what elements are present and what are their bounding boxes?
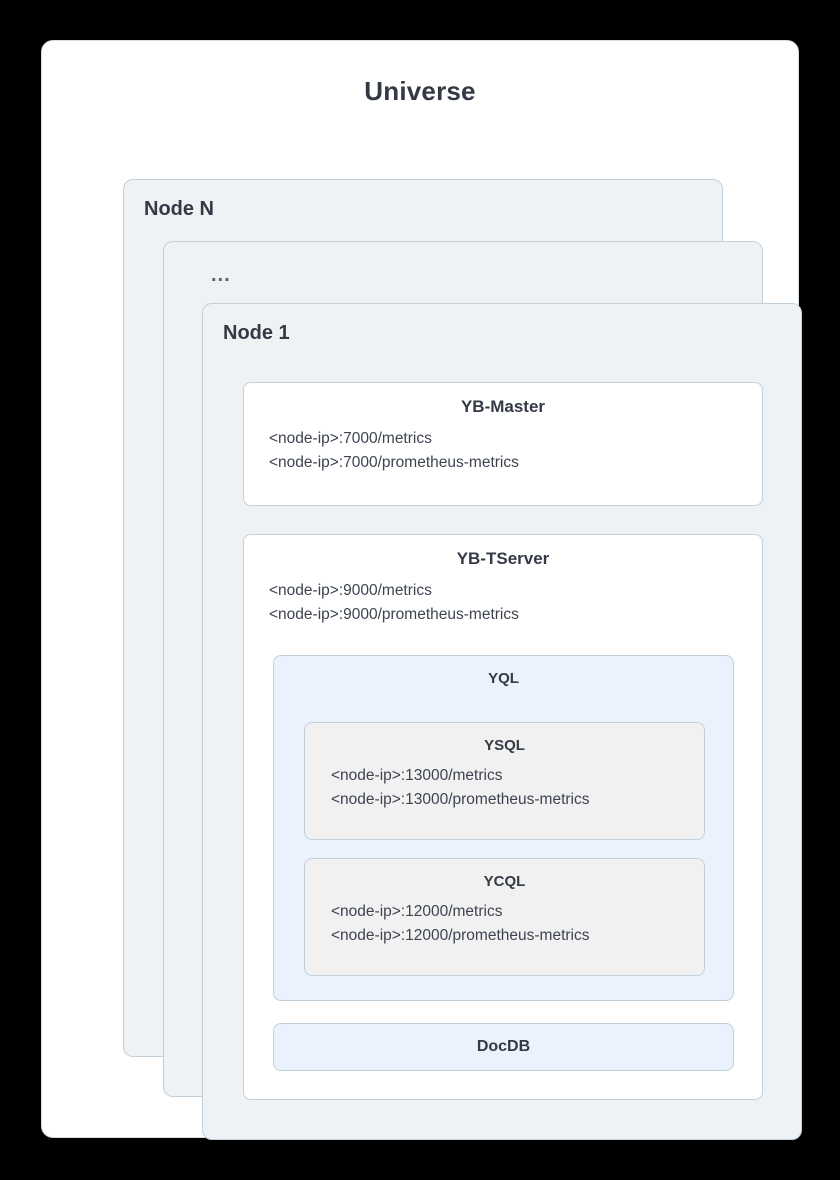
node-card-n-label: Node N <box>144 198 214 220</box>
ysql-endpoints: <node-ip>:13000/metrics <node-ip>:13000/… <box>305 764 704 812</box>
yb-master-title: YB-Master <box>460 397 546 416</box>
ycql-box[interactable]: YCQL <node-ip>:12000/metrics <node-ip>:1… <box>304 858 705 976</box>
yql-title: YQL <box>488 670 519 687</box>
ysql-title: YSQL <box>484 737 525 754</box>
node-card-1[interactable]: Node 1 YB-Master <node-ip>:7000/metrics … <box>202 303 802 1140</box>
ysql-endpoint-prometheus: <node-ip>:13000/prometheus-metrics <box>331 791 590 808</box>
yb-tserver-endpoint-metrics: <node-ip>:9000/metrics <box>269 582 432 599</box>
universe-panel: Universe Node N ... Node 1 YB-Master <no… <box>41 40 802 1140</box>
ycql-endpoints: <node-ip>:12000/metrics <node-ip>:12000/… <box>305 900 704 948</box>
docdb-box[interactable]: DocDB <box>273 1023 734 1071</box>
ycql-endpoint-metrics: <node-ip>:12000/metrics <box>331 903 503 920</box>
yb-master-endpoints: <node-ip>:7000/metrics <node-ip>:7000/pr… <box>244 427 762 475</box>
yb-tserver-title: YB-TServer <box>456 549 550 568</box>
yb-master-endpoint-metrics: <node-ip>:7000/metrics <box>269 430 432 447</box>
yb-master-endpoint-prometheus: <node-ip>:7000/prometheus-metrics <box>269 454 519 471</box>
yb-tserver-endpoint-prometheus: <node-ip>:9000/prometheus-metrics <box>269 606 519 623</box>
yql-box[interactable]: YQL YSQL <node-ip>:13000/metrics <node-i… <box>273 655 734 1001</box>
page-title: Universe <box>364 76 476 106</box>
node-card-1-label: Node 1 <box>223 322 290 344</box>
yb-tserver-box[interactable]: YB-TServer <node-ip>:9000/metrics <node-… <box>243 534 763 1100</box>
ysql-endpoint-metrics: <node-ip>:13000/metrics <box>331 767 503 784</box>
yb-tserver-endpoints: <node-ip>:9000/metrics <node-ip>:9000/pr… <box>244 579 762 627</box>
ycql-endpoint-prometheus: <node-ip>:12000/prometheus-metrics <box>331 927 590 944</box>
ycql-title: YCQL <box>483 873 526 890</box>
yb-master-box[interactable]: YB-Master <node-ip>:7000/metrics <node-i… <box>243 382 763 506</box>
node-ellipsis-label: ... <box>211 264 231 286</box>
ysql-box[interactable]: YSQL <node-ip>:13000/metrics <node-ip>:1… <box>304 722 705 840</box>
docdb-title: DocDB <box>476 1038 531 1055</box>
